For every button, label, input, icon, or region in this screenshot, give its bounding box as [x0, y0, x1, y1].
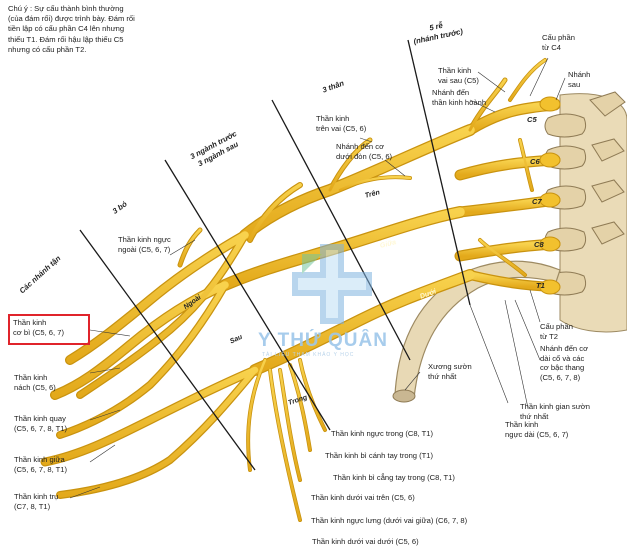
- vertebral-column: [544, 91, 627, 333]
- label-line: Thần kinh trụ: [14, 492, 59, 501]
- label-line: vai sau (C5): [438, 75, 479, 85]
- leader-lines: [69, 57, 566, 499]
- note-line: (của đám rối) được trình bày. Đám rối: [8, 14, 135, 24]
- label-line: Thần kinh: [505, 420, 539, 429]
- thoracodorsal-label: Thần kinh ngực lưng (dưới vai giữa) (C6,…: [311, 516, 468, 525]
- label-line: Nhánh: [568, 70, 591, 79]
- label-line: Nhánh đến: [432, 88, 470, 97]
- highlight-box: [8, 314, 90, 345]
- label-line: thứ nhất: [428, 371, 457, 381]
- note-box: Chú ý : Sự cấu thành bình thường (của đá…: [8, 4, 198, 55]
- label-line: Thần kinh gian sườn: [520, 402, 591, 411]
- axillary-label: Thần kinh nách (C5, 6): [14, 373, 56, 392]
- label-line: Cấu phần: [540, 322, 573, 331]
- label-line: dưới đòn (C5, 6): [336, 151, 393, 161]
- ulnar-label: Thần kinh trụ (C7, 8, T1): [14, 492, 58, 511]
- subclavius-branch-label: Nhánh đến cơ dưới đòn (C5, 6): [336, 142, 392, 161]
- first-rib: [394, 260, 561, 399]
- rib-cut-end: [392, 389, 416, 403]
- label-line: trên vai (C5, 6): [316, 123, 367, 133]
- watermark-tagline: TÀI LIỆU THAM KHẢO Y HỌC: [262, 352, 355, 358]
- label-line: Nhánh đến cơ: [336, 142, 385, 151]
- vertebra-label-c5: C5: [527, 115, 537, 124]
- medial-brachial-cutaneous-label: Thần kinh bì cánh tay trong (T1): [325, 451, 434, 460]
- root-ganglia: [539, 96, 561, 295]
- label-line: (C5, 6, 7, 8): [540, 372, 581, 382]
- c4-component-label: Cấu phần từ C4: [542, 33, 575, 52]
- label-line: Thần kinh ngực: [118, 235, 171, 244]
- label-line: Xương sườn: [428, 362, 472, 371]
- label-line: thần kinh hoành: [432, 97, 487, 107]
- label-line: cơ bậc thang: [540, 363, 585, 372]
- suprascapular-label: Thần kinh trên vai (C5, 6): [316, 114, 366, 133]
- medial-antebrachial-cutaneous-label: Thần kinh bì cẳng tay trong (C8, T1): [333, 473, 455, 482]
- t2-component-label: Cấu phần từ T2: [540, 322, 573, 341]
- label-line: cơ bì (C5, 6, 7): [13, 327, 64, 337]
- lower-subscapular-label: Thần kinh dưới vai dưới (C5, 6): [312, 537, 419, 546]
- longus-scalene-branch-label: Nhánh đến cơ dài cổ và các cơ bậc thang …: [540, 344, 588, 382]
- label-line: thứ nhất: [520, 411, 549, 421]
- label-line: Thần kinh: [438, 66, 472, 75]
- long-thoracic-text: Thần kinh ngực dài (C5, 6, 7): [505, 420, 568, 439]
- label-line: Thần kinh: [316, 114, 350, 123]
- label-line: (C5, 6, 7, 8, T1): [14, 423, 68, 433]
- note-line: thiếu T1. Đám rối hậu lập thiếu C5: [8, 34, 124, 44]
- label-line: (C5, 6, 7, 8, T1): [14, 464, 68, 474]
- label-line: (C7, 8, T1): [14, 501, 51, 511]
- radial-label: Thần kinh quay (C5, 6, 7, 8, T1): [14, 414, 67, 433]
- label-line: Thần kinh: [14, 373, 48, 382]
- note-line: tiền lập có cấu phần C4 lên nhưng: [8, 24, 125, 34]
- upper-subscapular-label: Thần kinh dưới vai trên (C5, 6): [311, 493, 415, 502]
- label-line: nách (C5, 6): [14, 382, 56, 392]
- label-line: Thần kinh: [13, 318, 47, 327]
- watermark-brand: Y THỨ QUÂN: [258, 330, 388, 351]
- medial-pectoral-label: Thần kinh ngực trong (C8, T1): [331, 429, 434, 438]
- note-line: nhưng có cấu phần T2.: [8, 44, 87, 54]
- label-line: ngoài (C5, 6, 7): [118, 244, 171, 254]
- vertebra-label-c8: C8: [534, 240, 544, 249]
- phrenic-branch-label: Nhánh đến thần kinh hoành: [432, 88, 486, 107]
- vertebra-label-c7: C7: [532, 197, 542, 206]
- label-line: Thần kinh quay: [14, 414, 66, 423]
- label-line: từ T2: [540, 331, 559, 341]
- label-line: dài cổ và các: [540, 353, 585, 363]
- vertebra-label-t1: T1: [536, 281, 545, 290]
- watermark-logo-icon: [292, 244, 372, 324]
- label-line: Nhánh đến cơ: [540, 344, 589, 353]
- label-line: Thần kinh giữa: [14, 455, 65, 464]
- dorsal-scapular-label: Thần kinh vai sau (C5): [438, 66, 479, 85]
- label-line: ngực dài (C5, 6, 7): [505, 429, 569, 439]
- median-label: Thần kinh giữa (C5, 6, 7, 8, T1): [14, 455, 67, 474]
- musculocutaneous-label: Thần kinh cơ bì (C5, 6, 7): [13, 318, 64, 337]
- note-line: Chú ý : Sự cấu thành bình thường: [8, 4, 124, 13]
- lateral-pectoral-label: Thần kinh ngực ngoài (C5, 6, 7): [118, 235, 171, 254]
- label-line: sau: [568, 79, 581, 89]
- section-divider-lines: [79, 39, 471, 471]
- label-line: từ C4: [542, 42, 562, 52]
- vertebra-label-c6: C6: [530, 157, 540, 166]
- intercostal-label: Thần kinh gian sườn thứ nhất: [520, 402, 590, 421]
- label-line: Cấu phần: [542, 33, 575, 42]
- first-rib-label: Xương sườn thứ nhất: [428, 362, 472, 381]
- posterior-branch-label: Nhánh sau: [568, 70, 590, 89]
